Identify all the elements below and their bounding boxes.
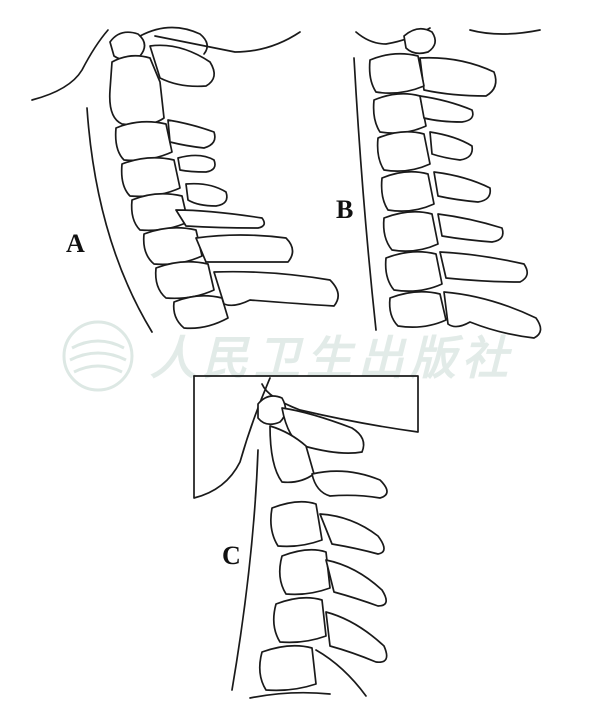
c4-spinous-process [429,131,474,161]
c6-spinous-process [325,611,388,664]
c7-spinous-process [439,251,529,283]
t1-body [388,290,447,328]
panel-label-b: B [336,195,353,224]
c6-body [142,226,203,266]
c2-spinous-process [149,44,215,88]
prevertebral-line [353,57,377,331]
panel-label-c: C [222,541,241,570]
c4-body [120,156,181,198]
c4-spinous-process [319,513,385,555]
c6-body [258,644,317,692]
watermark-text: 人民卫生出版社 [150,331,514,385]
t1-spinous-process [213,270,339,307]
c2-spinous-process [419,56,497,97]
occiput-outline [154,31,301,53]
t1-spinous-process [443,291,542,339]
c3-body [114,120,173,162]
atlas-anterior-arch [257,395,287,426]
c4-body [278,548,331,596]
c3-spinous-process [311,470,388,499]
c6-spinous-process [175,209,266,229]
skull-frame [193,375,419,433]
panel-label-a: A [66,229,85,258]
skull-base-outline [31,29,109,101]
c5-spinous-process [433,171,492,203]
c5-spinous-process [185,182,228,207]
c5-body [272,596,327,644]
c7-body [154,260,215,300]
c3-spinous-process [419,95,474,123]
c3-spinous-process [167,119,216,149]
occiput-outline [469,29,541,35]
axis-body [269,425,315,484]
c6-spinous-process [437,213,504,243]
publisher-logo [62,320,134,392]
panel-a: A [31,26,339,333]
c3-body [270,500,323,548]
c5-spinous-process [325,559,387,607]
c7-spinous-process [195,234,294,263]
panel-b: B [336,27,542,339]
t1-body [172,294,229,330]
c4-body [376,130,431,172]
prevertebral-line [86,107,153,333]
c4-spinous-process [177,154,216,173]
c5-body [380,170,435,212]
panel-c: C [193,375,419,699]
atlas-anterior-arch [403,27,437,55]
c7-body [384,250,443,292]
axis-body [368,52,425,94]
c7-partial-outline [249,649,367,699]
skull-frame-left [193,375,271,499]
publisher-watermark: 人民卫生出版社 [62,320,514,392]
c3-body [372,92,427,134]
c6-body [382,210,439,252]
c1-posterior-arch [139,26,209,55]
prevertebral-line [231,449,259,691]
